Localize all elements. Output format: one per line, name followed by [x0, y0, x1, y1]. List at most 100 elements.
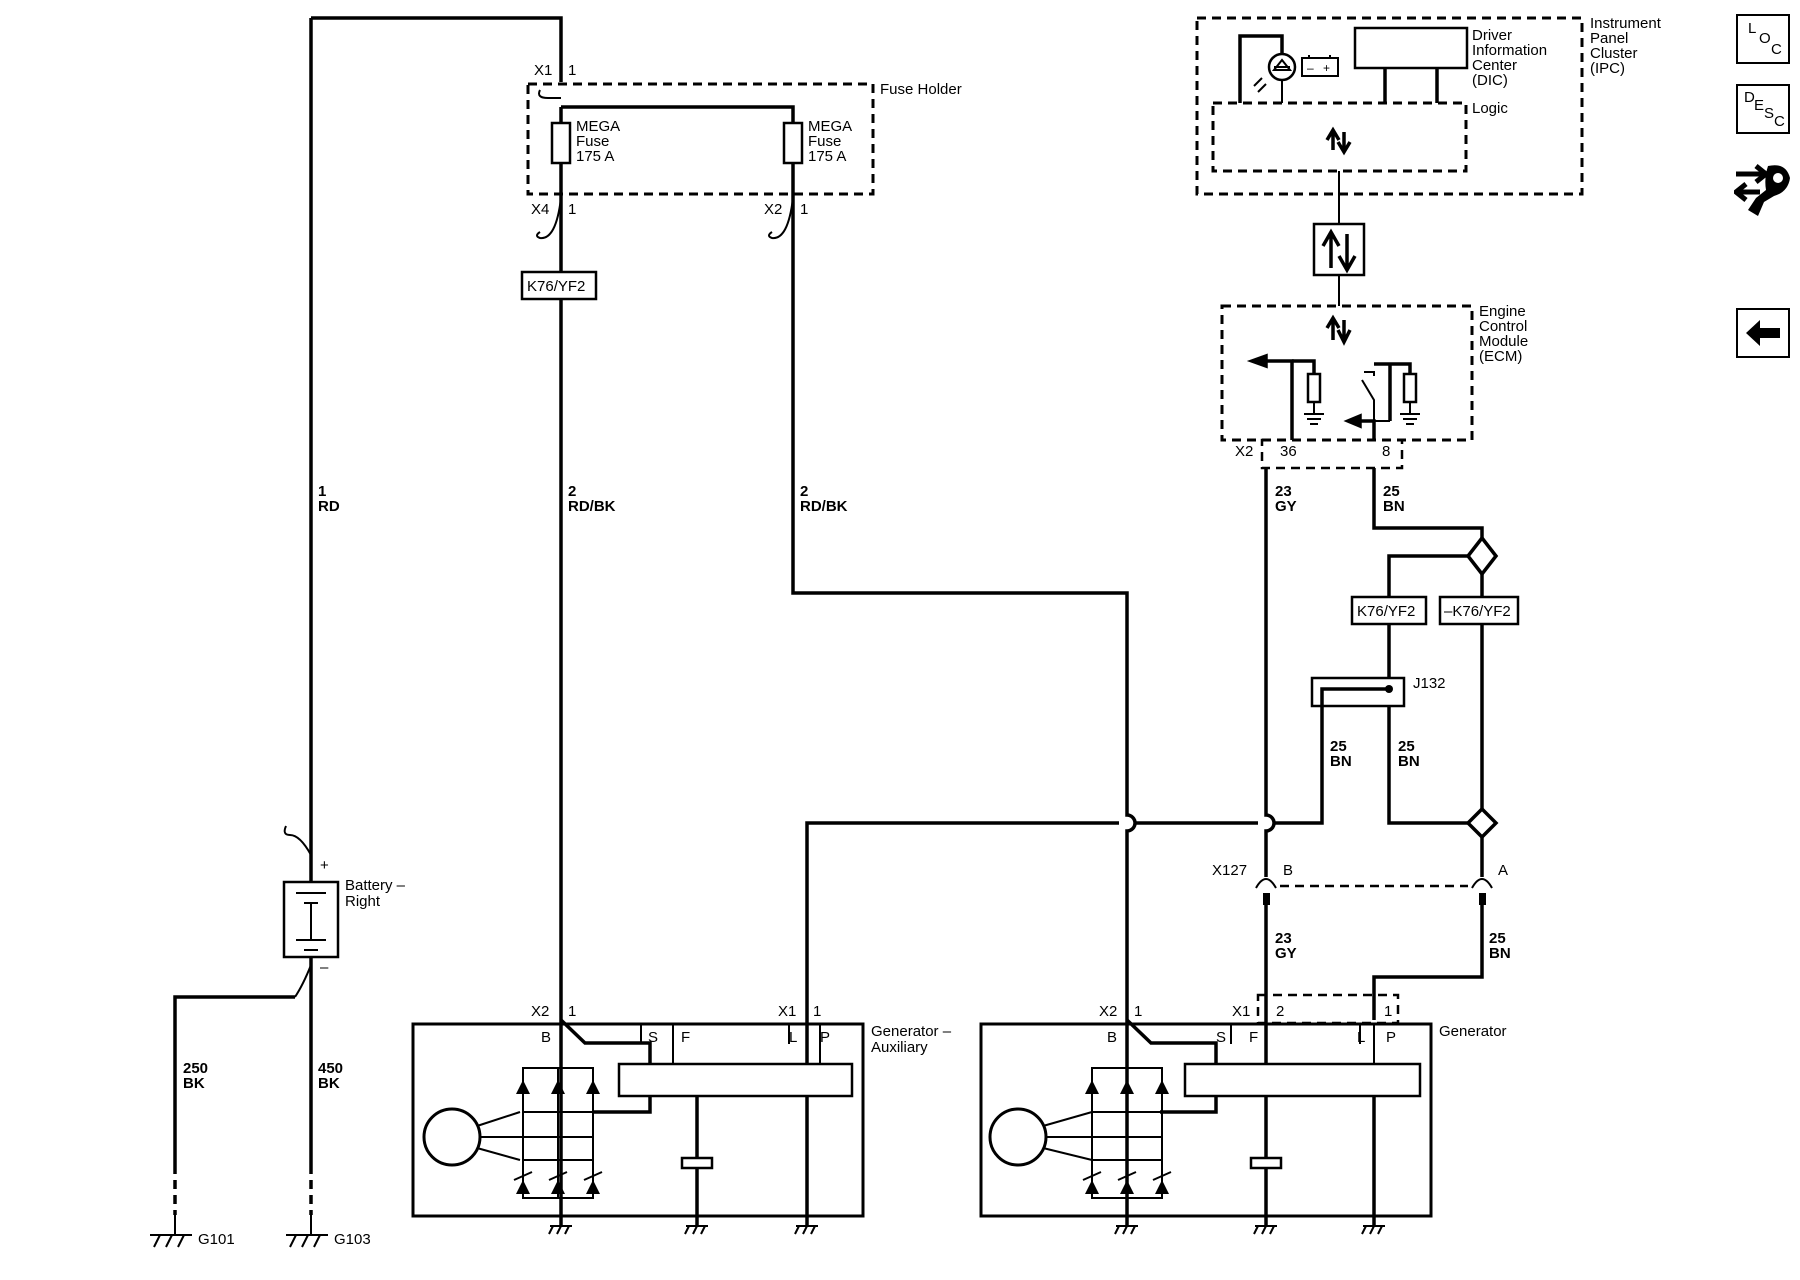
- location-letter-o: O: [1759, 30, 1771, 47]
- svg-text:BK: BK: [318, 1075, 340, 1092]
- connector-label: X127: [1212, 862, 1247, 879]
- back-arrow-icon: [1746, 320, 1780, 346]
- option-boxes: K76/YF2 K76/YF2 –K76/YF2: [520, 270, 1520, 626]
- svg-text:L: L: [1357, 1029, 1365, 1046]
- location-button[interactable]: L O C: [1736, 14, 1790, 64]
- connector-label: X1: [534, 62, 552, 79]
- svg-text:S: S: [1216, 1029, 1226, 1046]
- svg-text:F: F: [1249, 1029, 1258, 1046]
- svg-text:Fuse: Fuse: [808, 133, 841, 150]
- svg-text:Center: Center: [1472, 57, 1517, 74]
- back-button[interactable]: [1736, 308, 1790, 358]
- pin-label: 1: [568, 201, 576, 218]
- svg-text:450: 450: [318, 1060, 343, 1077]
- svg-text:RD/BK: RD/BK: [568, 498, 616, 515]
- pin-label: A: [1498, 862, 1508, 879]
- svg-text:B: B: [1107, 1029, 1117, 1046]
- battery-plus: +: [320, 857, 329, 874]
- description-letter-s: S: [1764, 105, 1775, 122]
- fuse-holder-label: Fuse Holder: [880, 81, 962, 98]
- svg-text:S: S: [648, 1029, 658, 1046]
- connector-label: X2: [531, 1003, 549, 1020]
- svg-text:–: –: [1307, 61, 1314, 75]
- svg-text:MEGA: MEGA: [576, 118, 620, 135]
- svg-text:(DIC): (DIC): [1472, 72, 1508, 89]
- description-letter-e: E: [1754, 97, 1765, 114]
- svg-text:Driver: Driver: [1472, 27, 1512, 44]
- svg-text:P: P: [820, 1029, 830, 1046]
- svg-text:Auxiliary: Auxiliary: [871, 1039, 928, 1056]
- svg-text:Instrument: Instrument: [1590, 15, 1662, 32]
- svg-text:250: 250: [183, 1060, 208, 1077]
- splice-label: J132: [1413, 675, 1446, 692]
- signal-wires: J132: [805, 468, 1499, 1070]
- svg-text:P: P: [1386, 1029, 1396, 1046]
- pin-label: 1: [1384, 1003, 1392, 1020]
- svg-text:(ECM): (ECM): [1479, 348, 1522, 365]
- svg-text:23: 23: [1275, 930, 1292, 947]
- location-letter-c: C: [1771, 41, 1782, 58]
- connector-label: X2: [1099, 1003, 1117, 1020]
- svg-text:Engine: Engine: [1479, 303, 1526, 320]
- ground-label: G103: [334, 1231, 371, 1248]
- fuse-holder: Fuse Holder MEGA Fuse 175 A MEGA Fuse 17…: [526, 62, 962, 240]
- wiring-schematic: Fuse Holder MEGA Fuse 175 A MEGA Fuse 17…: [150, 15, 1662, 1248]
- svg-text:B: B: [541, 1029, 551, 1046]
- svg-text:1: 1: [318, 483, 326, 500]
- svg-text:Fuse: Fuse: [576, 133, 609, 150]
- battery-minus: –: [320, 959, 329, 976]
- svg-text:2: 2: [568, 483, 576, 500]
- location-letter-l: L: [1748, 20, 1757, 37]
- svg-text:25: 25: [1330, 738, 1347, 755]
- description-button[interactable]: D E S C: [1736, 84, 1790, 134]
- svg-text:GY: GY: [1275, 945, 1297, 962]
- mega-fuse-left-label: MEGA Fuse 175 A: [576, 118, 620, 165]
- pin-label: 1: [813, 1003, 821, 1020]
- svg-text:25: 25: [1398, 738, 1415, 755]
- svg-text:25: 25: [1383, 483, 1400, 500]
- pin-label: 2: [1276, 1003, 1284, 1020]
- svg-text:Cluster: Cluster: [1590, 45, 1638, 62]
- mega-fuse-right-label: MEGA Fuse 175 A: [808, 118, 852, 165]
- instrument-panel-cluster: Instrument Panel Cluster (IPC) Driver In…: [1195, 15, 1662, 306]
- svg-text:Information: Information: [1472, 42, 1547, 59]
- svg-text:F: F: [681, 1029, 690, 1046]
- pin-label: 1: [568, 1003, 576, 1020]
- pin-label: 1: [568, 62, 576, 79]
- svg-text:175 A: 175 A: [808, 148, 846, 165]
- connector-x127: X127 B A: [1212, 862, 1508, 1070]
- svg-text:+: +: [1323, 61, 1330, 75]
- option-label: –K76/YF2: [1444, 603, 1511, 620]
- svg-text:25: 25: [1489, 930, 1506, 947]
- svg-text:BN: BN: [1330, 753, 1352, 770]
- pin-label: 36: [1280, 443, 1297, 460]
- battery-label: Battery –: [345, 877, 406, 894]
- svg-text:RD: RD: [318, 498, 340, 515]
- connector-label: X1: [1232, 1003, 1250, 1020]
- svg-text:Panel: Panel: [1590, 30, 1628, 47]
- svg-text:MEGA: MEGA: [808, 118, 852, 135]
- connector-label: X4: [531, 201, 549, 218]
- generator: Generator X2 1 X1 2 1 B S F L P: [979, 993, 1507, 1235]
- svg-text:BN: BN: [1489, 945, 1511, 962]
- svg-text:BK: BK: [183, 1075, 205, 1092]
- connector-label: X2: [764, 201, 782, 218]
- svg-text:Control: Control: [1479, 318, 1527, 335]
- description-letter-c: C: [1774, 113, 1785, 130]
- svg-text:Generator: Generator: [1439, 1023, 1507, 1040]
- svg-text:L: L: [789, 1029, 797, 1046]
- wrench-tool-icon[interactable]: [1731, 158, 1792, 218]
- svg-text:2: 2: [800, 483, 808, 500]
- svg-text:Generator –: Generator –: [871, 1023, 952, 1040]
- svg-text:Logic: Logic: [1472, 100, 1508, 117]
- option-label: K76/YF2: [527, 278, 585, 295]
- pin-label: B: [1283, 862, 1293, 879]
- svg-text:RD/BK: RD/BK: [800, 498, 848, 515]
- pin-label: 1: [1134, 1003, 1142, 1020]
- svg-text:BN: BN: [1398, 753, 1420, 770]
- svg-text:23: 23: [1275, 483, 1292, 500]
- svg-text:BN: BN: [1383, 498, 1405, 515]
- svg-text:(IPC): (IPC): [1590, 60, 1625, 77]
- mega-fuse-right: [782, 121, 804, 165]
